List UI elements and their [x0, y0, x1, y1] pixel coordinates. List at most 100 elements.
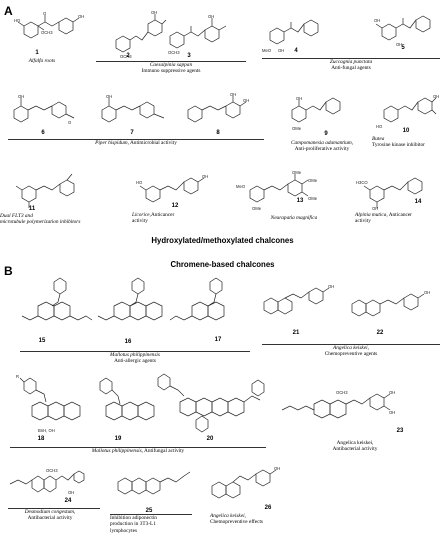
compound-number: 13 [296, 198, 304, 204]
atom-oh: OH [389, 390, 395, 395]
compound-11-caption: Dual FLT3 and microtubule polymerization… [0, 213, 118, 226]
structure-7: OH [101, 94, 165, 123]
licorice-activity2: activity [132, 218, 148, 225]
licorice-activity: ,Anticancer [149, 212, 175, 218]
atom-ome: OMe [308, 196, 318, 201]
atom-oh: OH [424, 290, 430, 295]
compound-number: 26 [264, 505, 272, 511]
structure-5: OH OH [374, 15, 431, 47]
flt3-line1: Dual FLT3 and [0, 213, 33, 219]
atom-oh: OH [274, 466, 280, 471]
divider-mallotus-2 [10, 447, 266, 448]
atom-ho: HO [14, 18, 21, 23]
butea-activity: Tyrosine kinase inhibitor [372, 142, 425, 149]
campomanesia-activity: Anti-proliferative activity [294, 146, 350, 153]
structure-12: HO OH [136, 174, 208, 203]
atom-h3co: H3CO [356, 180, 368, 185]
compound-number: 1 [35, 50, 39, 56]
atom-oh: OH [151, 10, 157, 15]
structure-9: OH OMe [291, 96, 341, 131]
divider-piper [8, 139, 264, 140]
atom-ome: OMe [292, 126, 302, 131]
licorice-caption: Licorice,Anticancer activity [132, 212, 212, 225]
compound-number: 12 [171, 203, 179, 209]
atom-oh: OH [296, 96, 302, 101]
atom-oh: OH [18, 94, 24, 99]
structure-8: OH OH [187, 92, 249, 123]
compound-number: 14 [414, 199, 422, 205]
structure-14: H3CO OH [356, 177, 423, 211]
compound-number: 21 [292, 330, 300, 336]
atom-ome: OMe [252, 206, 262, 211]
structure-23: OCH3 OH OH [281, 390, 395, 419]
atom-oh: OH [278, 48, 284, 53]
atom-ho: HO [376, 124, 383, 129]
alpinia-caption: Alpinia mutica, Anticancer activity [355, 212, 445, 225]
atom-oh: OH [106, 94, 112, 99]
atom-oh: OH [68, 490, 74, 495]
atom-och3: OCH3 [120, 54, 132, 59]
atom-och3: OCH3 [41, 30, 53, 35]
campomanesia-source: Campomanesia adamantium, [290, 140, 354, 146]
caesalpinia-source: Caesalpinia sappan [149, 62, 193, 68]
compound-number: 23 [396, 428, 404, 434]
structure-11 [15, 173, 75, 208]
compound-number: 8 [216, 130, 220, 136]
angelica-2-activity: Antibacterial activity [332, 446, 378, 453]
atom-o: O [43, 11, 47, 16]
adiponectin-line1: Inhibition adiponectin [110, 515, 157, 521]
mallotus-1-source: Mallotus philippinensis [110, 352, 160, 358]
structure-17 [169, 277, 225, 321]
compound-number: 19 [114, 436, 122, 442]
divider-mallotus-1 [20, 351, 250, 352]
compound-number: 24 [64, 498, 72, 504]
structure-10: OH HO [376, 94, 439, 129]
flt3-line2: microtubule polymerization inhibitors [0, 219, 81, 226]
mallotus-2-caption: Mallotus philippinensis, Antifungal acti… [10, 448, 266, 454]
atom-oh: OH [230, 92, 236, 97]
atom-och3: OCH3 [168, 50, 180, 55]
atom-oh: OH [328, 284, 334, 289]
compound-number: 7 [130, 130, 134, 136]
atom-meo: MeO [236, 184, 246, 189]
compound-1-caption: Alfalfa roots [28, 58, 56, 64]
adiponectin-line2: production in 3T3-L1 [110, 521, 156, 528]
compound-number: 18 [37, 436, 45, 442]
compound-number: 11 [28, 206, 36, 212]
structure-25 [117, 471, 191, 495]
section-title-a: Hydroxylated/methoxylated chalcones [151, 236, 294, 245]
structure-2: OH OCH3 [115, 10, 167, 59]
compound-number: 10 [402, 128, 410, 134]
compound-number: 4 [294, 48, 298, 54]
compound-number: 5 [401, 45, 405, 51]
campomanesia-caption: Campomanesia adamantium, Anti-proliferat… [272, 140, 372, 153]
desmodium-caption: Desmodium congestum, Antibacterial activ… [0, 509, 100, 522]
divider-angelica-1 [262, 344, 440, 345]
compound-number: 17 [214, 337, 222, 343]
angelica-3-source: Angelica keiskei, [210, 513, 246, 519]
compound-number: 2 [126, 53, 130, 59]
piper-activity: Antimicrobial activity [128, 140, 177, 146]
angelica-1-activity: Chemopreventive agents [324, 351, 378, 357]
section-title-b: Chromene-based chalcones [170, 260, 275, 269]
atom-oh: OH [372, 206, 378, 211]
structure-22: OH [351, 290, 430, 317]
mallotus-2-source: Mallotus philippinensis, [91, 448, 143, 454]
compound-number: 25 [145, 508, 153, 514]
compound-number: 16 [124, 339, 132, 345]
atom-och3: OCH3 [336, 390, 348, 395]
compound-number: 22 [376, 330, 384, 336]
atom-oh: OH [208, 14, 214, 19]
structure-15 [21, 277, 93, 321]
angelica-1-source: Angelica keiskei, [333, 345, 369, 351]
alpinia-activity: Anticancer [387, 212, 412, 218]
piper-source: Piper hispidum, [95, 140, 129, 146]
licorice-source: Licorice [132, 212, 150, 218]
compound-number: 20 [206, 436, 214, 442]
butea-source: Butea [372, 136, 385, 142]
zuccagnia-activity: Anti-fungal agents [331, 65, 371, 71]
structure-3: OH OCH3 [168, 14, 227, 55]
structure-13: MeO OMe OMe OMe OMe [236, 170, 318, 211]
angelica-3-activity: Chemopreventive effects [210, 519, 263, 526]
adiponectin-caption: Inhibition adiponectin production in 3T3… [110, 515, 200, 534]
